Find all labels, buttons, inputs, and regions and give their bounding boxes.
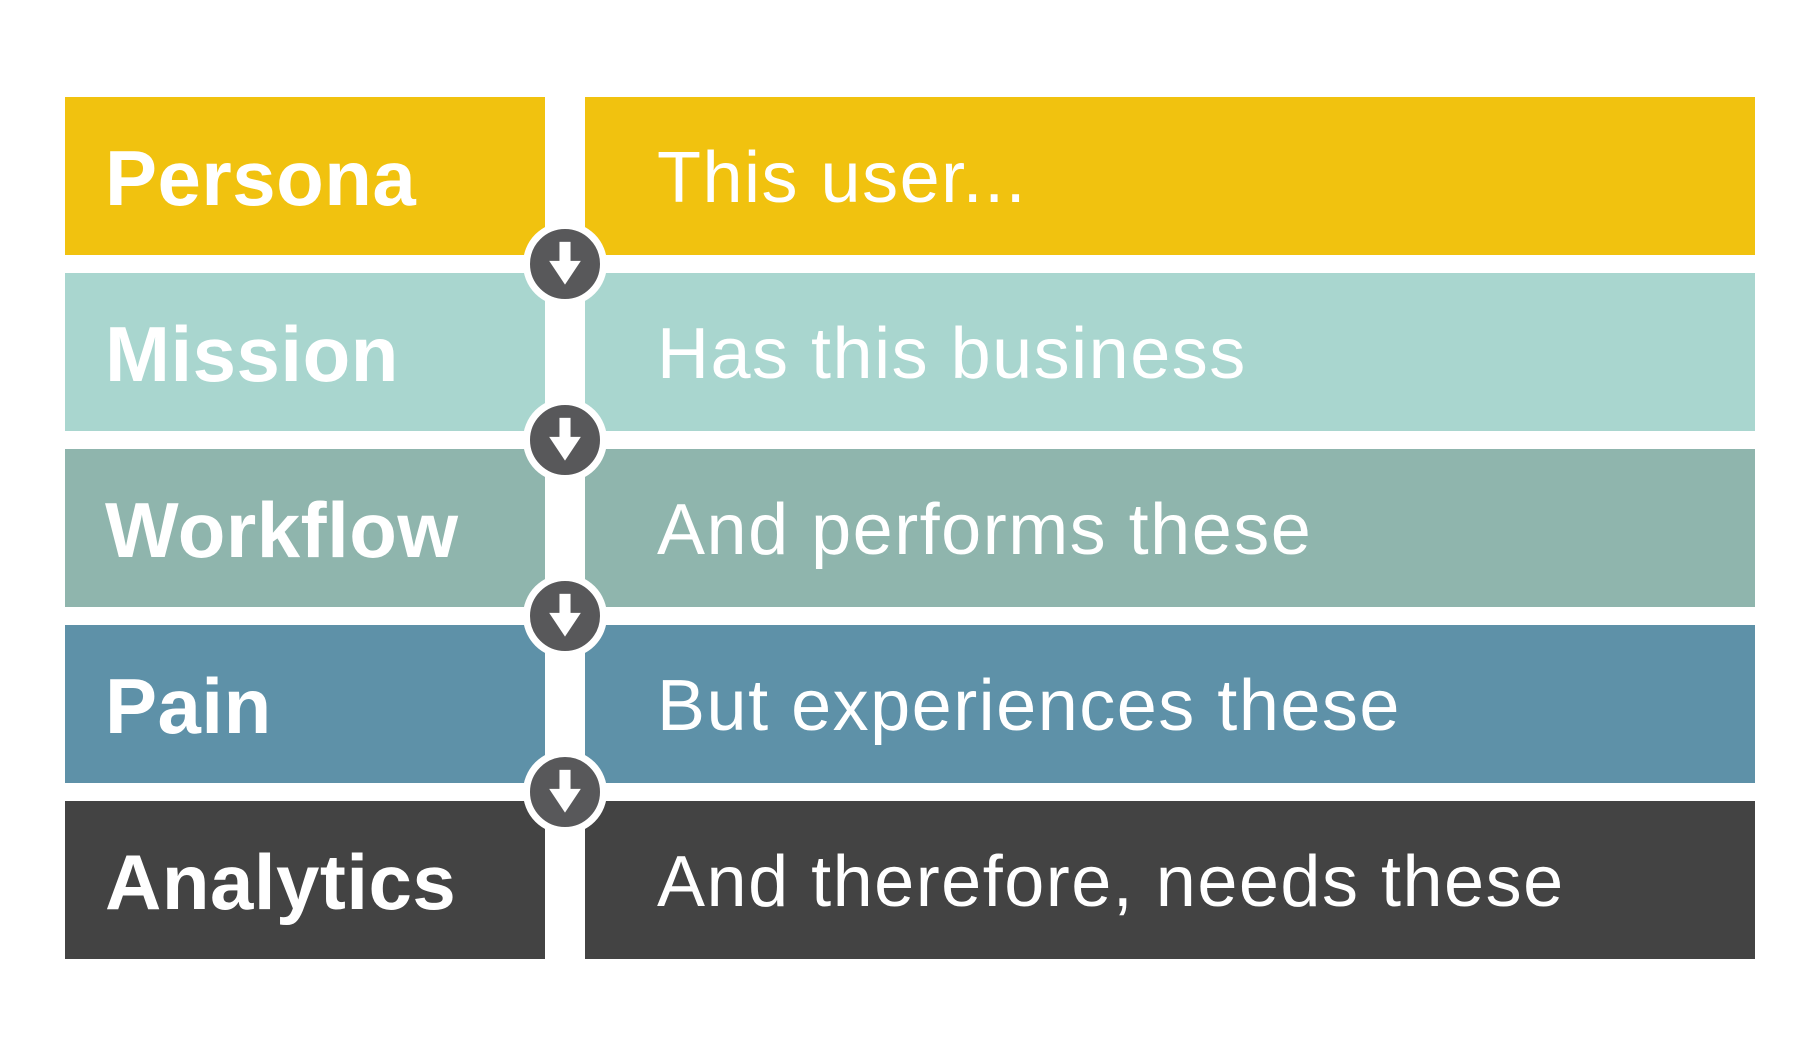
row-label: Analytics [105,838,457,926]
analytics-label-box: Analytics [65,801,545,959]
row-label: Workflow [105,486,459,574]
row-pain: Pain But experiences these [65,625,1755,783]
row-analytics: Analytics And therefore, needs these [65,801,1755,959]
persona-label-box: Persona [65,97,545,255]
row-description: And therefore, needs these [657,842,1565,922]
row-label: Persona [105,134,417,222]
down-arrow-icon [523,750,607,834]
mission-label-box: Mission [65,273,545,431]
mission-description-box: Has this business [585,273,1755,431]
pain-label-box: Pain [65,625,545,783]
row-persona: Persona This user... [65,97,1755,255]
row-label: Pain [105,662,272,750]
row-mission: Mission Has this business [65,273,1755,431]
analytics-description-box: And therefore, needs these [585,801,1755,959]
row-description: Has this business [657,314,1247,394]
down-arrow-icon [523,574,607,658]
row-description: And performs these [657,490,1313,570]
workflow-label-box: Workflow [65,449,545,607]
persona-mission-flow-diagram: Persona This user... Mission Has this bu… [65,97,1755,959]
workflow-description-box: And performs these [585,449,1755,607]
row-description: But experiences these [657,666,1401,746]
down-arrow-icon [523,398,607,482]
pain-description-box: But experiences these [585,625,1755,783]
persona-description-box: This user... [585,97,1755,255]
diagram-rows: Persona This user... Mission Has this bu… [65,97,1755,959]
row-description: This user... [657,138,1028,218]
row-label: Mission [105,310,399,398]
down-arrow-icon [523,222,607,306]
row-workflow: Workflow And performs these [65,449,1755,607]
